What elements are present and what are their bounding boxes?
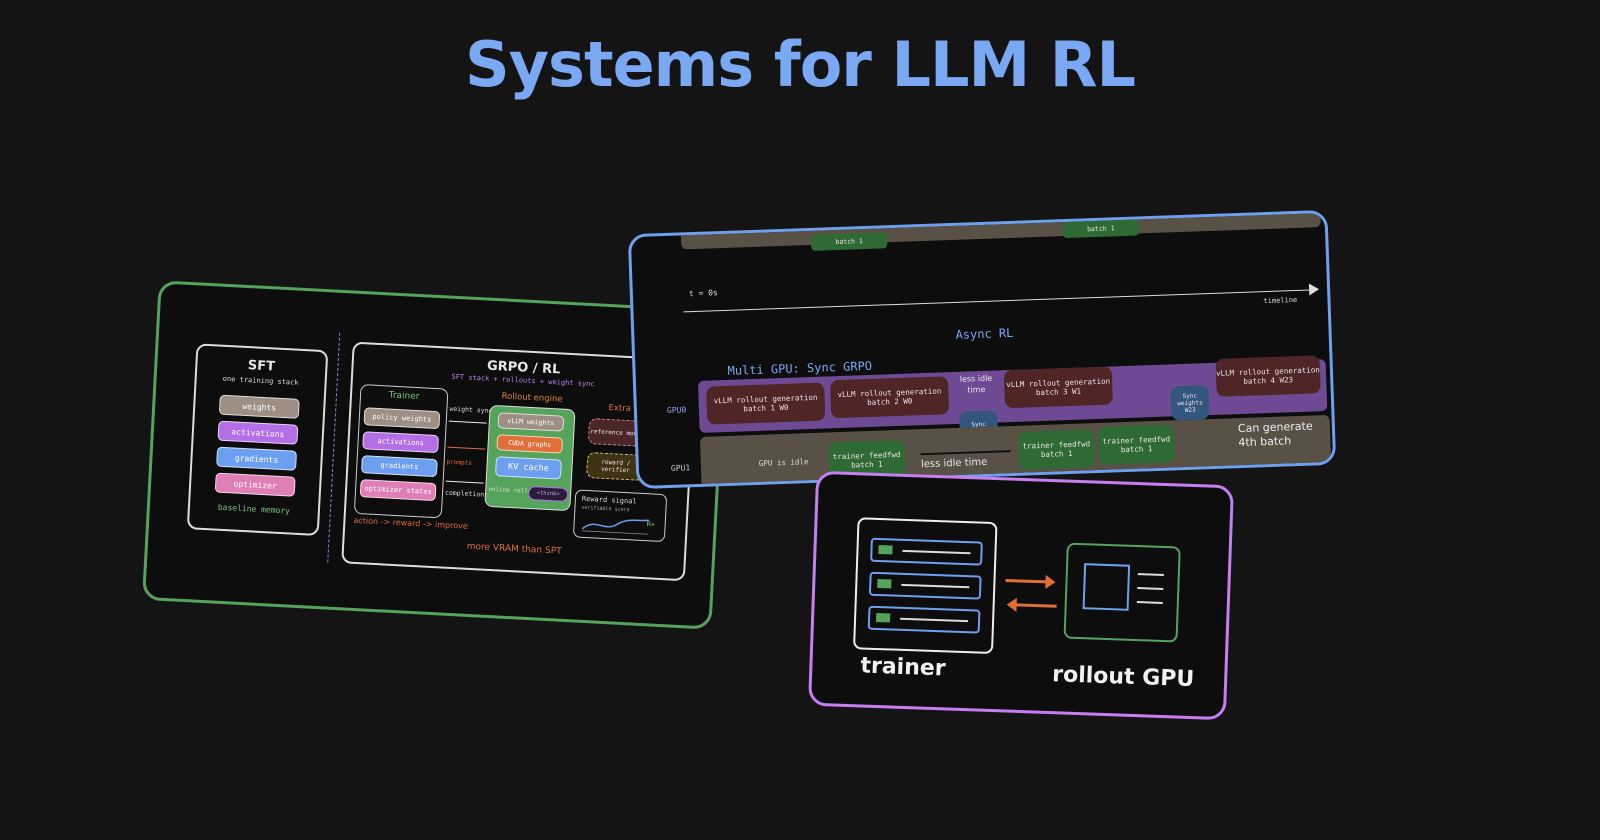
trainer-label: Trainer — [388, 390, 420, 403]
page-title: Systems for LLM RL — [464, 28, 1136, 101]
rollout-gpu-caption: rollout GPU — [1051, 662, 1195, 693]
grpo-panel: GRPO / RL SFT stack + rollouts + weight … — [341, 341, 697, 582]
sft-panel: SFT one training stack weights activatio… — [186, 343, 329, 537]
server-line-2 — [901, 583, 970, 589]
reward-tag: R+ — [646, 520, 656, 529]
trainer-server-icon — [853, 517, 998, 655]
server-led-2 — [877, 578, 892, 589]
trainer-rollout-card: trainer rollout GPU — [808, 470, 1234, 721]
think-token: <think> — [527, 485, 569, 503]
gpu1-idle-label: GPU is idle — [758, 457, 809, 468]
trainer-caption: trainer — [860, 653, 947, 682]
can-generate-label: Can generate 4th batch — [1237, 419, 1313, 450]
prompts-arrow — [447, 446, 486, 450]
server-row-2 — [868, 571, 982, 600]
trainer-activations: activations — [362, 431, 440, 454]
gpu0-block-4: vLLM rollout generation batch 4 W23 — [1215, 355, 1321, 397]
weight-sync-arrow — [448, 420, 487, 424]
rl-loop-label: action -> reward -> improve — [353, 515, 469, 531]
t0-label: t = 0s — [688, 288, 718, 299]
trainer-gradients: gradients — [360, 455, 438, 478]
gpu-chip — [1082, 563, 1131, 611]
async-heading: Async RL — [955, 325, 1014, 342]
timeline-label: timeline — [1263, 295, 1298, 306]
top-batch-b: batch 1 — [1062, 219, 1140, 239]
top-batch-a: batch 1 — [810, 232, 888, 251]
sft-item-optimizer: optimizer — [214, 472, 296, 497]
gpu-line-2 — [1137, 587, 1164, 590]
reward-signal-title: Reward signal — [581, 494, 637, 506]
rollout-online-label: online rollo — [488, 485, 532, 496]
top-timeline-band — [680, 209, 1321, 250]
gpu-line-1 — [1137, 573, 1164, 576]
reward-signal-sub: verifiable score — [581, 504, 630, 514]
rollout-cuda-graphs: CUDA graphs — [496, 434, 564, 454]
server-line-1 — [902, 549, 971, 555]
trainer-policy-weights: policy weights — [363, 407, 441, 430]
gpu1-label: GPU1 — [670, 463, 691, 473]
server-row-3 — [867, 605, 981, 634]
server-line-3 — [900, 617, 969, 623]
gpu-line-3 — [1136, 601, 1163, 604]
gpu0-label: GPU0 — [666, 405, 687, 416]
rollout-engine-label: Rollout engine — [501, 391, 563, 405]
gpu1-less-idle-time: less idle time — [920, 456, 988, 471]
reward-curve-icon — [581, 519, 649, 535]
gpu0-less-idle: less idle time — [959, 373, 993, 395]
rollout-kv-cache: KV cache — [494, 456, 562, 480]
server-led-3 — [875, 612, 891, 623]
async-rl-card: batch 1 batch 1 t = 0s timeline Async RL… — [627, 209, 1337, 490]
sync-weights-w23: Sync weights W23 — [1170, 385, 1210, 421]
gpu0-block-1: vLLM rollout generation batch 1 W0 — [706, 382, 826, 425]
sft-item-weights: weights — [218, 394, 300, 419]
server-row-1 — [870, 537, 983, 566]
rollout-gpu-icon — [1063, 542, 1181, 643]
gpu0-block-2: vLLM rollout generation batch 2 W0 — [829, 376, 950, 419]
sft-item-activations: activations — [217, 420, 299, 445]
rollout-vllm-weights: vLLM weights — [497, 412, 565, 432]
weight-sync-label: weight sync — [449, 404, 493, 415]
completions-label: completions — [444, 488, 489, 499]
exchange-arrows-icon — [1005, 574, 1057, 612]
sft-footer: baseline memory — [217, 502, 291, 516]
timeline-arrowhead — [1308, 283, 1320, 296]
gpu1-block-3: trainer feedfwd batch 1 — [1097, 424, 1176, 465]
sft-vs-grpo-card: SFT one training stack weights activatio… — [142, 280, 728, 630]
timeline-axis — [683, 289, 1318, 313]
completions-arrow — [445, 480, 484, 484]
trainer-optimizer-states: optimizer states — [359, 479, 437, 502]
gpu0-block-3: vLLM rollout generation batch 3 W1 — [1003, 366, 1113, 409]
sft-item-gradients: gradients — [216, 446, 298, 471]
prompts-label: prompts — [446, 458, 473, 467]
trainer-box: Trainer policy weights activations gradi… — [353, 384, 449, 519]
server-led-1 — [878, 545, 893, 555]
panel-divider — [327, 332, 341, 563]
reward-signal-box: Reward signal verifiable score R+ — [572, 489, 668, 543]
rollout-engine-box: vLLM weights CUDA graphs KV cache online… — [484, 404, 576, 512]
gpu1-block-2: trainer feedfwd batch 1 — [1017, 429, 1096, 470]
